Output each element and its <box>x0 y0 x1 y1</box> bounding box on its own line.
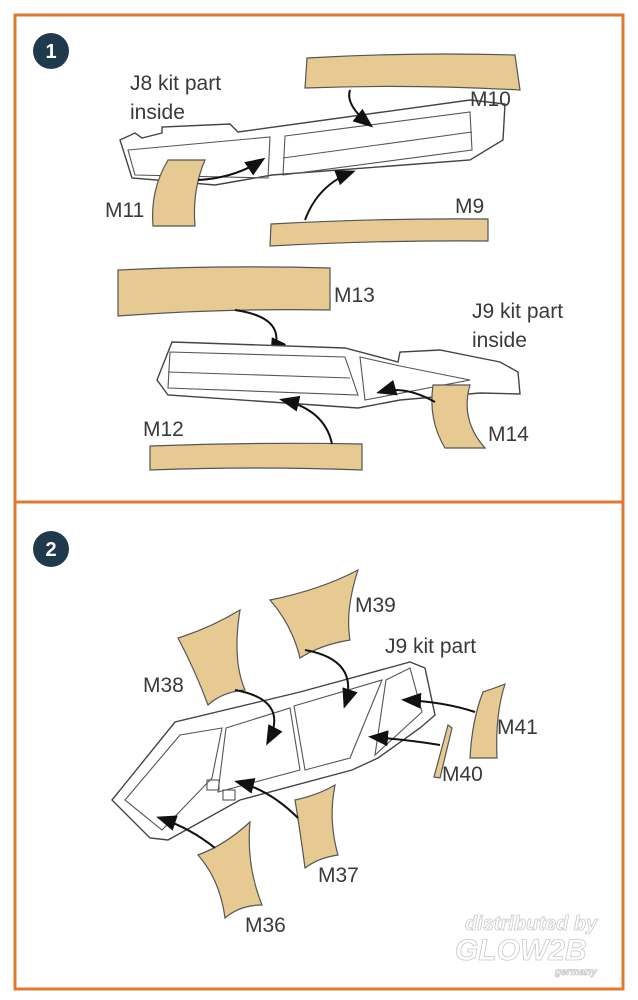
j8-kit-part-label: J8 kit part <box>130 72 221 95</box>
arrow-m36 <box>156 815 216 849</box>
mask-m14-label: M14 <box>488 423 529 446</box>
mask-m11-label: M11 <box>105 199 144 222</box>
mask-m9 <box>269 218 489 247</box>
mask-m36 <box>196 820 263 920</box>
mask-m38-label: M38 <box>143 674 184 697</box>
j9-kit-part-label: J9 kit part <box>472 300 563 323</box>
mask-m12-label: M12 <box>143 418 184 441</box>
mask-m12 <box>149 442 363 471</box>
step-2: 2 M38 M39 J9 kit part M41 M40 M37 M36 <box>33 531 538 937</box>
mask-m41-label: M41 <box>497 716 538 739</box>
arrow-m10 <box>348 89 374 128</box>
arrow-m9 <box>304 170 356 221</box>
step-1: 1 J8 kit part inside M10 M11 M9 M13 J9 k… <box>33 33 563 471</box>
arrow-m41 <box>401 692 476 713</box>
watermark-brand: GLOW2B <box>455 934 587 967</box>
mask-m40 <box>433 723 453 779</box>
mask-m36-label: M36 <box>245 914 286 937</box>
step-1-number: 1 <box>45 41 56 63</box>
mask-m10 <box>304 53 521 91</box>
mask-m41 <box>469 682 506 759</box>
mask-m39-label: M39 <box>355 594 396 617</box>
step-1-badge <box>33 33 69 69</box>
mask-m13 <box>117 266 331 317</box>
j9-inside-label: inside <box>472 329 527 352</box>
arrow-m38 <box>234 689 283 746</box>
arrow-m40 <box>368 730 441 747</box>
mask-m40-label: M40 <box>442 763 483 786</box>
watermark-distributed-by: distributed by <box>465 913 598 935</box>
mask-m38 <box>177 608 246 707</box>
mask-m37-label: M37 <box>318 864 359 887</box>
j9-kit-part-label-step2: J9 kit part <box>385 635 476 658</box>
arrow-m12 <box>279 395 333 445</box>
canopy-part-j8 <box>119 99 506 186</box>
mask-m39 <box>268 568 360 659</box>
canopy-part-j9 <box>156 341 521 409</box>
mask-m14 <box>431 384 487 449</box>
watermark-country: germany <box>554 967 597 978</box>
mask-m10-label: M10 <box>470 88 511 111</box>
mask-m11 <box>151 159 206 227</box>
mask-m37 <box>294 783 339 870</box>
arrow-m14 <box>376 379 436 403</box>
distributor-watermark: distributed by GLOW2B germany <box>455 913 599 979</box>
mask-m9-label: M9 <box>455 195 484 218</box>
arrow-m37 <box>234 778 299 819</box>
arrow-m39 <box>304 649 358 709</box>
step-2-badge <box>33 531 69 567</box>
j8-inside-label: inside <box>130 101 185 124</box>
arrow-m11 <box>197 157 266 181</box>
step-2-number: 2 <box>45 539 56 561</box>
mask-m13-label: M13 <box>334 284 375 307</box>
